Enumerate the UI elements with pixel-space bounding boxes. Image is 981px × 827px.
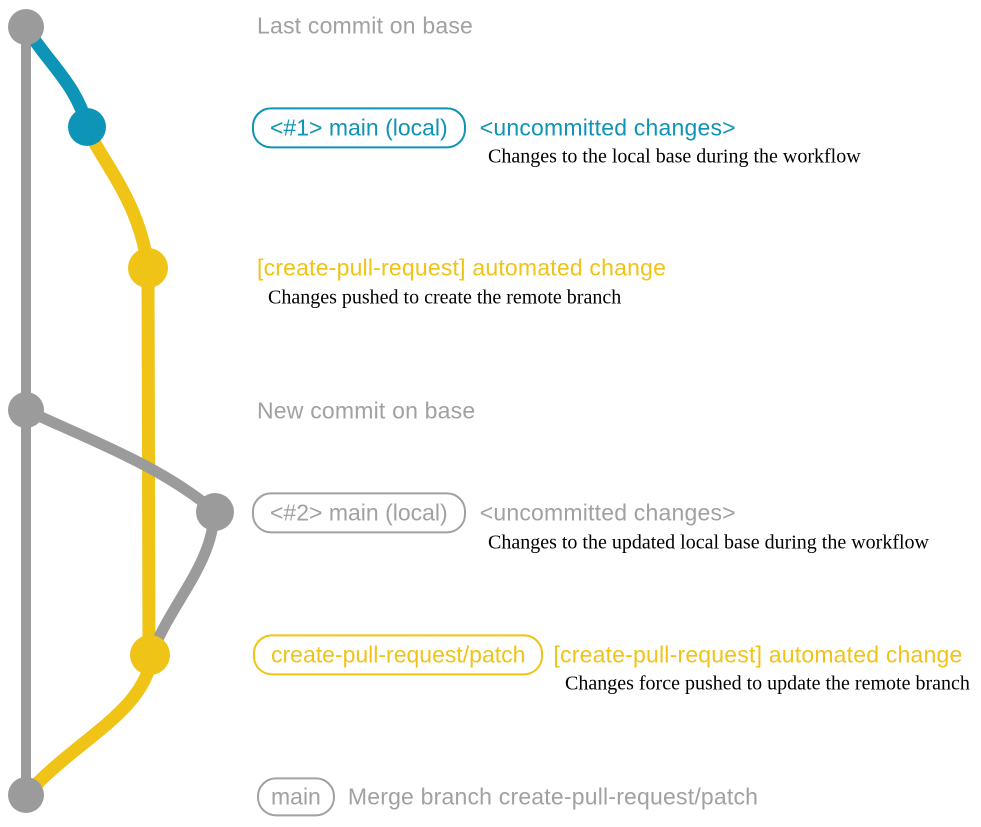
row-local-main-1: <#1> main (local) <uncommitted changes> [252,107,736,149]
row-push-create: [create-pull-request] automated change [257,255,666,282]
row-local-main-2: <#2> main (local) <uncommitted changes> [252,492,736,534]
row-push-update: create-pull-request/patch [create-pull-r… [253,634,963,676]
push-create-title: [create-pull-request] automated change [257,254,667,281]
commit-dot-push-update [130,635,170,675]
last-commit-title: Last commit on base [257,12,474,39]
note-local-main-2: Changes to the updated local base during… [488,531,929,554]
uncommitted-status-1: <uncommitted changes> [479,114,736,141]
branch-badge-main-local-2: <#2> main (local) [252,492,466,534]
branch-badge-main-local-1: <#1> main (local) [252,107,466,149]
git-graph [8,9,234,813]
commit-dot-merge [8,777,44,813]
commit-dot-local-main-1 [68,108,106,146]
branch-badge-main: main [257,777,335,817]
commit-dot-push-create [128,248,168,288]
merge-title: Merge branch create-pull-request/patch [347,783,759,810]
row-last-commit: Last commit on base [257,13,473,40]
merge-edge [19,648,159,802]
note-local-main-1: Changes to the local base during the wor… [488,145,861,168]
patch-branch-edge-top [80,120,156,662]
push-update-title: [create-pull-request] automated change [553,641,963,668]
row-new-commit: New commit on base [257,398,475,425]
note-push-update: Changes force pushed to update the remot… [565,672,970,695]
uncommitted-status-2: <uncommitted changes> [479,499,736,526]
row-merge: main Merge branch create-pull-request/pa… [257,777,759,817]
branch-badge-patch: create-pull-request/patch [253,634,544,676]
commit-dot-local-main-2 [196,493,234,531]
local-main-edge-2 [20,404,220,659]
note-push-create: Changes pushed to create the remote bran… [268,286,622,309]
commit-dot-new-base [8,392,44,428]
commit-dot-last-base [8,9,44,45]
new-commit-title: New commit on base [257,397,476,424]
